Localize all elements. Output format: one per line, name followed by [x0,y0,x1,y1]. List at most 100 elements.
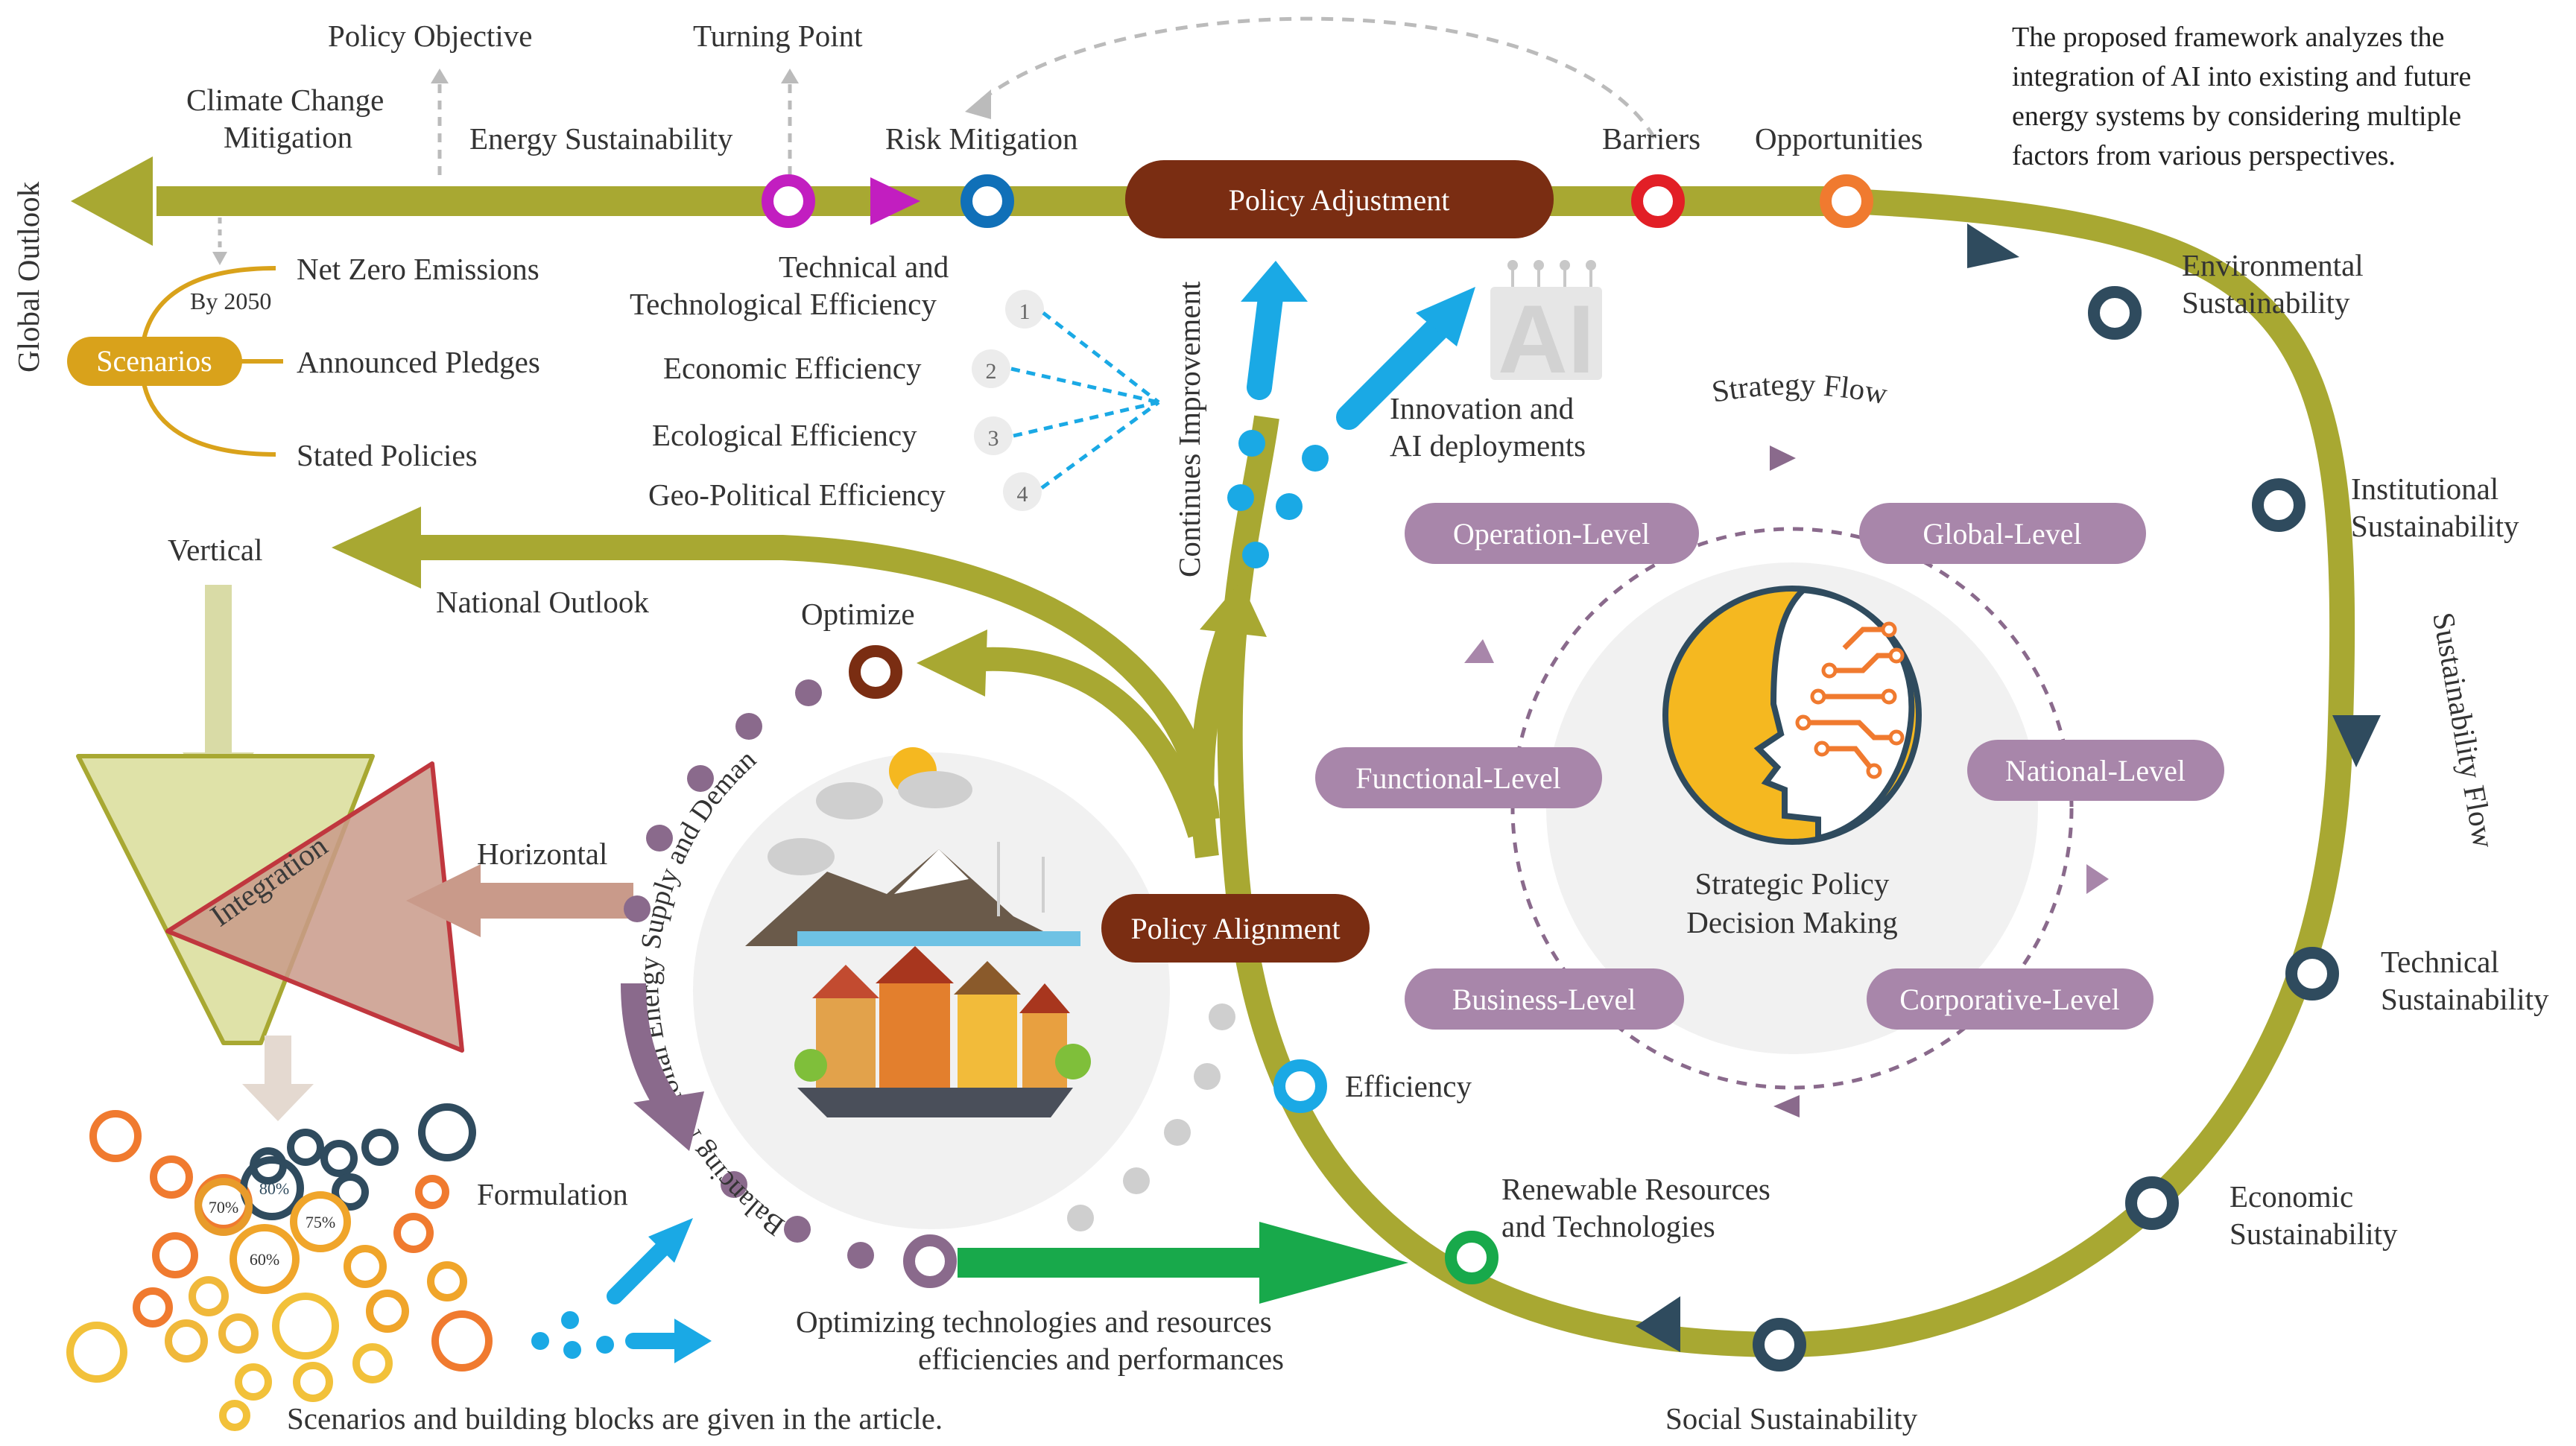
vertical-label: Vertical [168,533,262,567]
risk-mitigation-marker [961,174,1014,228]
policy-alignment-label: Policy Alignment [1130,912,1340,945]
level-pill-national: National-Level [1967,740,2224,801]
efficiency-2-label: Economic Efficiency [663,351,922,385]
gears-formulation-graphic: 80% 70% 75% 60% [66,1103,493,1431]
formulation-arrow-up [607,1218,693,1304]
technical-label-1: Technical [2381,945,2499,979]
policy-objective-label: Policy Objective [328,19,532,53]
energy-sustainability-label: Energy Sustainability [469,121,733,156]
barriers-marker [1631,174,1685,228]
level-pill-corporative: Corporative-Level [1867,968,2153,1030]
innovation-label-1: Innovation and [1390,391,1574,425]
social-label: Social Sustainability [1665,1401,1918,1436]
efficiency-label: Efficiency [1345,1069,1472,1103]
footnote: Scenarios and building blocks are given … [287,1401,943,1436]
svg-text:3: 3 [988,426,999,451]
energy-landscape-illustration [693,747,1170,1229]
policy-alignment-up-arrow [1190,581,1267,859]
policy-alignment-pill [1101,894,1370,963]
efficiency-list: Technical and Technological Efficiency E… [630,250,1160,512]
energy-sustainability-marker [762,174,815,228]
barriers-label: Barriers [1602,121,1700,156]
institutional-label-1: Institutional [2351,472,2499,506]
optimizing-marker [903,1234,957,1288]
strategy-flow-arrow-left [1464,639,1494,663]
sustainability-markers [1753,286,2339,1372]
global-outlook-arrow [71,156,1848,246]
continues-improvement-label: Continues Improvement [1172,281,1206,577]
efficiency-3-label: Ecological Efficiency [652,418,917,452]
level-pill-functional: Functional-Level [1315,747,1602,808]
opportunities-label: Opportunities [1755,121,1922,156]
efficiency-4-badge [1003,472,1042,511]
innovation-arrow [1336,287,1475,430]
scenarios-pill [67,337,242,386]
turning-point-label: Turning Point [693,19,863,53]
efficiency-1-label-a: Technical and [779,250,949,284]
formulation-dots [531,1311,614,1359]
scenario-net-zero: Net Zero Emissions [297,252,539,286]
down-to-gears-arrow [242,1036,314,1121]
economic-label-2: Sustainability [2230,1217,2398,1251]
economic-label-1: Economic [2230,1179,2353,1214]
climate-change-label-2: Mitigation [224,120,352,154]
national-outlook-label: National Outlook [436,585,649,619]
turning-point-play-icon [870,177,920,225]
efficiency-marker [1273,1059,1327,1113]
technical-label-2: Sustainability [2381,982,2549,1016]
scenario-stated-policies: Stated Policies [297,438,478,472]
strategy-center-label-1: Strategic Policy [1695,866,1890,901]
sustainability-loop [1217,188,2355,1358]
svg-text:80%: 80% [259,1179,289,1198]
formulation-label: Formulation [477,1177,628,1211]
policy-adjustment-pill [1125,160,1554,238]
strategy-flow-label: Strategy Flow [1709,367,1890,411]
scenarios-label: Scenarios [96,344,212,378]
strategy-flow-arrow-right [2086,864,2109,894]
svg-text:Functional-Level: Functional-Level [1355,761,1560,795]
balancing-down-arrow [621,983,704,1151]
strategy-flow-arrow-bottom [1773,1095,1800,1117]
formulation-arrow-right [625,1319,712,1363]
svg-text:National-Level: National-Level [2005,754,2186,787]
efficiency-3-badge [974,416,1013,455]
optimizing-arrow [958,1222,1408,1304]
svg-text:Global-Level: Global-Level [1922,517,2081,551]
svg-text:Operation-Level: Operation-Level [1453,517,1650,551]
risk-mitigation-label: Risk Mitigation [885,121,1078,156]
opportunities-marker [1820,174,1873,228]
flow-arrow-3 [1636,1296,1680,1352]
environmental-label-1: Environmental [2182,248,2364,282]
scenario-announced-pledges: Announced Pledges [297,345,540,379]
efficiency-1-label-b: Technological Efficiency [630,287,937,321]
optimizing-label-1: Optimizing technologies and resources [796,1304,1272,1339]
improvement-dots [1227,430,1329,568]
svg-text:factors from various perspecti: factors from various perspectives. [2012,140,2396,171]
optimize-arrow [917,630,1212,838]
level-pill-global: Global-Level [1859,503,2146,564]
efficiency-1-badge [1005,290,1044,329]
efficiency-4-label: Geo-Political Efficiency [648,478,946,512]
svg-text:integration of AI into existin: integration of AI into existing and futu… [2012,61,2471,92]
renewable-label-2: and Technologies [1501,1209,1715,1243]
strategy-flow-arrow-top [1770,445,1796,471]
by-2050-label: By 2050 [190,288,271,314]
svg-text:1: 1 [1019,299,1031,324]
optimizing-label-2: efficiencies and performances [918,1342,1284,1376]
svg-text:2: 2 [986,359,997,384]
level-pill-operation: Operation-Level [1405,503,1699,564]
svg-text:4: 4 [1017,482,1028,507]
global-outlook-label: Global Outlook [11,181,45,372]
ai-chip-icon: AI [1490,260,1602,393]
svg-text:energy systems by considering: energy systems by considering multiple [2012,101,2461,132]
climate-change-label-1: Climate Change [186,83,384,117]
svg-text:The proposed framework analyze: The proposed framework analyzes the [2012,22,2444,53]
svg-text:Corporative-Level: Corporative-Level [1899,983,2119,1016]
feedback-dashed-arc [975,16,1656,139]
renewable-marker [1445,1231,1499,1284]
flow-arrow-1 [1967,223,2019,268]
efficiency-2-badge [972,349,1010,388]
svg-text:AI: AI [1498,285,1595,393]
gray-dots [1067,1003,1235,1231]
